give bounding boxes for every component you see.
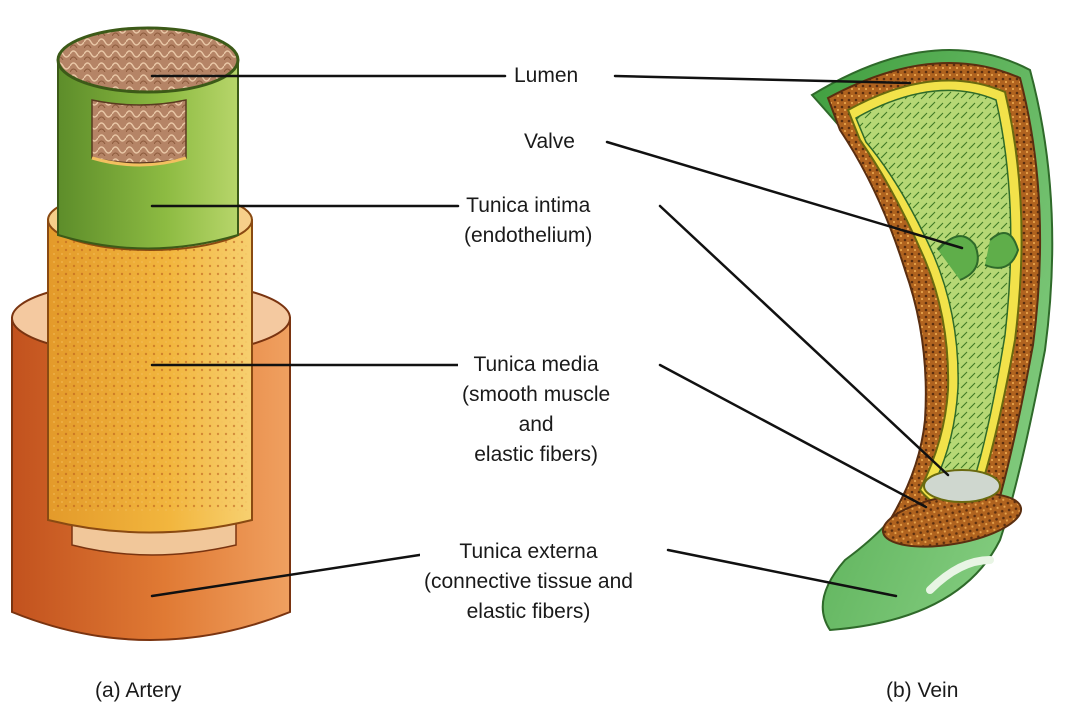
label-valve: Valve [520,127,579,157]
leader-media-vein [660,365,926,507]
label-tunica-media-line-4: elastic fibers) [462,440,610,470]
label-tunica-media-line-3: and [462,410,610,440]
label-tunica-externa-line-3: elastic fibers) [424,597,633,627]
artery-illustration [12,28,290,640]
label-lumen: Lumen [510,61,582,91]
artery-lumen [58,28,238,92]
label-tunica-externa-line-1: Tunica externa [424,537,633,567]
label-tunica-intima-line-2: (endothelium) [464,221,592,251]
label-tunica-externa-line-2: (connective tissue and [424,567,633,597]
label-tunica-intima-line-1: Tunica intima [464,191,592,221]
label-tunica-externa: Tunica externa (connective tissue and el… [420,537,637,627]
label-tunica-media-line-2: (smooth muscle [462,380,610,410]
caption-vein: (b) Vein [886,678,958,704]
label-tunica-media-line-1: Tunica media [462,350,610,380]
label-tunica-intima: Tunica intima (endothelium) [460,191,596,251]
vein-illustration [812,50,1052,630]
caption-artery: (a) Artery [95,678,181,704]
label-tunica-media: Tunica media (smooth muscle and elastic … [458,350,614,470]
